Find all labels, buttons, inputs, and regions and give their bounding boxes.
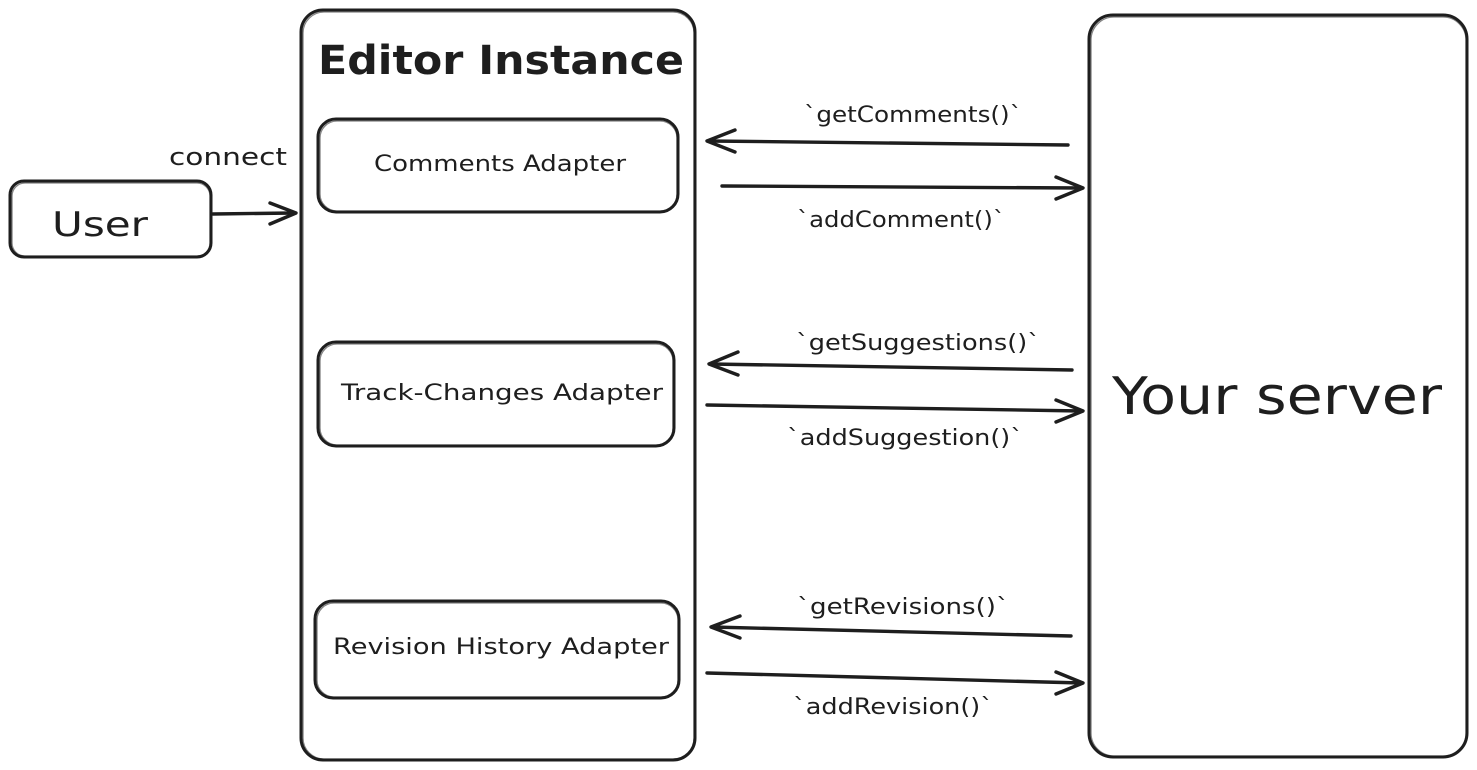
user-label: User — [52, 205, 148, 245]
get-suggestions-line — [708, 362, 1074, 372]
track-changes-adapter-box — [316, 340, 676, 448]
user-box — [8, 179, 213, 259]
connect-arrow: connect — [169, 143, 298, 226]
user: User — [8, 179, 213, 259]
get-revisions-line — [710, 625, 1073, 638]
add-comment-line — [720, 184, 1084, 190]
add-comment-label: `addComment()` — [797, 208, 1005, 233]
revision-history-adapter-box — [313, 599, 681, 700]
track-changes-adapter: Track-Changes Adapter — [316, 340, 676, 448]
get-revisions-label: `getRevisions()` — [797, 595, 1009, 620]
add-suggestion-label: `addSuggestion()` — [787, 426, 1023, 451]
add-suggestion-line — [705, 403, 1084, 413]
editor-instance-box — [299, 8, 697, 762]
server: Your server — [1087, 13, 1469, 759]
get-comments-head — [705, 128, 737, 154]
add-comment-arrow: `addComment()` — [720, 175, 1085, 233]
add-revision-arrow: `addRevision()` — [705, 670, 1085, 720]
get-suggestions-arrow: `getSuggestions()` — [707, 331, 1074, 377]
get-revisions-arrow: `getRevisions()` — [709, 595, 1073, 640]
track-changes-adapter-label: Track-Changes Adapter — [340, 381, 664, 406]
add-revision-head — [1054, 670, 1085, 696]
revision-history-adapter-label: Revision History Adapter — [333, 635, 670, 660]
get-comments-arrow: `getComments()` — [705, 103, 1070, 154]
comments-adapter-label: Comments Adapter — [374, 152, 627, 177]
track-changes-adapter-box-sketch — [319, 343, 674, 446]
connect-arrow-head — [268, 201, 298, 226]
get-comments-line — [706, 139, 1070, 147]
editor-instance: Editor Instance — [299, 8, 697, 762]
user-box-sketch — [11, 182, 211, 257]
comments-adapter-box-sketch — [319, 120, 678, 212]
comments-adapter-box — [316, 117, 680, 214]
add-revision-line — [705, 671, 1084, 685]
get-comments-label: `getComments()` — [804, 103, 1022, 128]
editor-instance-title: Editor Instance — [318, 38, 684, 84]
get-suggestions-label: `getSuggestions()` — [796, 331, 1040, 356]
add-revision-label: `addRevision()` — [793, 695, 993, 720]
add-suggestion-arrow: `addSuggestion()` — [705, 398, 1085, 451]
connect-label: connect — [169, 143, 287, 171]
server-box — [1087, 13, 1469, 759]
comments-adapter: Comments Adapter — [316, 117, 680, 214]
revision-history-adapter: Revision History Adapter — [313, 599, 681, 700]
connect-arrow-line — [211, 211, 296, 216]
add-suggestion-head — [1054, 398, 1085, 424]
revision-history-adapter-box-sketch — [316, 602, 679, 698]
server-box-sketch — [1090, 16, 1467, 757]
server-label: Your server — [1111, 367, 1443, 427]
get-revisions-head — [709, 614, 742, 640]
get-suggestions-head — [707, 350, 740, 377]
add-comment-head — [1054, 175, 1085, 201]
editor-instance-box-sketch — [302, 11, 695, 760]
